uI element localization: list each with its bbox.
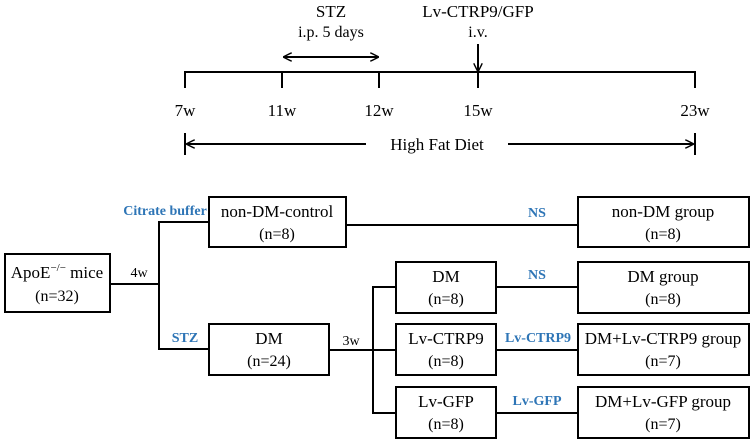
lv-ctrp9-title: Lv-CTRP9 <box>408 329 484 348</box>
non-dm-control-title: non-DM-control <box>221 202 334 221</box>
edge-label-4w: 4w <box>130 266 148 281</box>
ns-label-1: NS <box>528 206 546 221</box>
citrate-buffer-label: Citrate buffer <box>123 204 207 219</box>
week-label-7w: 7w <box>175 101 197 120</box>
dm-lv-ctrp9-group-n: (n=7) <box>645 353 681 370</box>
week-label-12w: 12w <box>364 101 394 120</box>
lv-gfp-edge-label: Lv-GFP <box>513 394 562 409</box>
stz-detail: i.p. 5 days <box>298 24 364 41</box>
lv-ctrp9-n: (n=8) <box>428 353 464 370</box>
non-dm-group-n: (n=8) <box>645 226 681 243</box>
lv-ctrp9-edge-label: Lv-CTRP9 <box>505 331 571 346</box>
lv-detail: i.v. <box>468 24 487 41</box>
root-box-n: (n=32) <box>35 288 79 305</box>
dm-sub-title: DM <box>432 267 459 286</box>
root-box: ApoE−/− mice (n=32) <box>4 253 111 313</box>
dm-group-box: DM group (n=8) <box>577 261 750 314</box>
edge-label-3w: 3w <box>342 334 360 349</box>
dm-lv-gfp-group-title: DM+Lv-GFP group <box>595 392 731 411</box>
dm-group-title: DM group <box>627 267 698 286</box>
timeline: STZ i.p. 5 days Lv-CTRP9/GFP i.v. 7w 11w… <box>175 2 710 155</box>
diet-label: High Fat Diet <box>390 135 484 154</box>
week-label-11w: 11w <box>268 101 297 120</box>
flow-connectors <box>110 221 578 414</box>
non-dm-control-box: non-DM-control (n=8) <box>208 196 347 248</box>
week-label-23w: 23w <box>680 101 710 120</box>
root-box-title: ApoE−/− mice <box>11 262 103 282</box>
lv-gfp-n: (n=8) <box>428 416 464 433</box>
ns-label-2: NS <box>528 268 546 283</box>
dm-box: DM (n=24) <box>208 323 330 376</box>
lv-gfp-title: Lv-GFP <box>418 392 474 411</box>
dm-box-title: DM <box>255 329 282 348</box>
lv-ctrp9-box: Lv-CTRP9 (n=8) <box>395 323 497 376</box>
dm-lv-gfp-group-box: DM+Lv-GFP group (n=7) <box>577 386 750 439</box>
dm-lv-ctrp9-group-box: DM+Lv-CTRP9 group (n=7) <box>577 323 750 376</box>
dm-sub-n: (n=8) <box>428 291 464 308</box>
dm-lv-gfp-group-n: (n=7) <box>645 416 681 433</box>
dm-sub-box: DM (n=8) <box>395 261 497 314</box>
lv-title: Lv-CTRP9/GFP <box>422 2 533 21</box>
dm-lv-ctrp9-group-title: DM+Lv-CTRP9 group <box>585 329 741 348</box>
stz-title: STZ <box>316 2 346 21</box>
lv-gfp-box: Lv-GFP (n=8) <box>395 386 497 439</box>
week-label-15w: 15w <box>463 101 493 120</box>
dm-group-n: (n=8) <box>645 291 681 308</box>
non-dm-control-n: (n=8) <box>259 226 295 243</box>
stz-branch-label: STZ <box>172 331 198 346</box>
non-dm-group-title: non-DM group <box>612 202 714 221</box>
dm-box-n: (n=24) <box>247 353 291 370</box>
non-dm-group-box: non-DM group (n=8) <box>577 196 750 248</box>
